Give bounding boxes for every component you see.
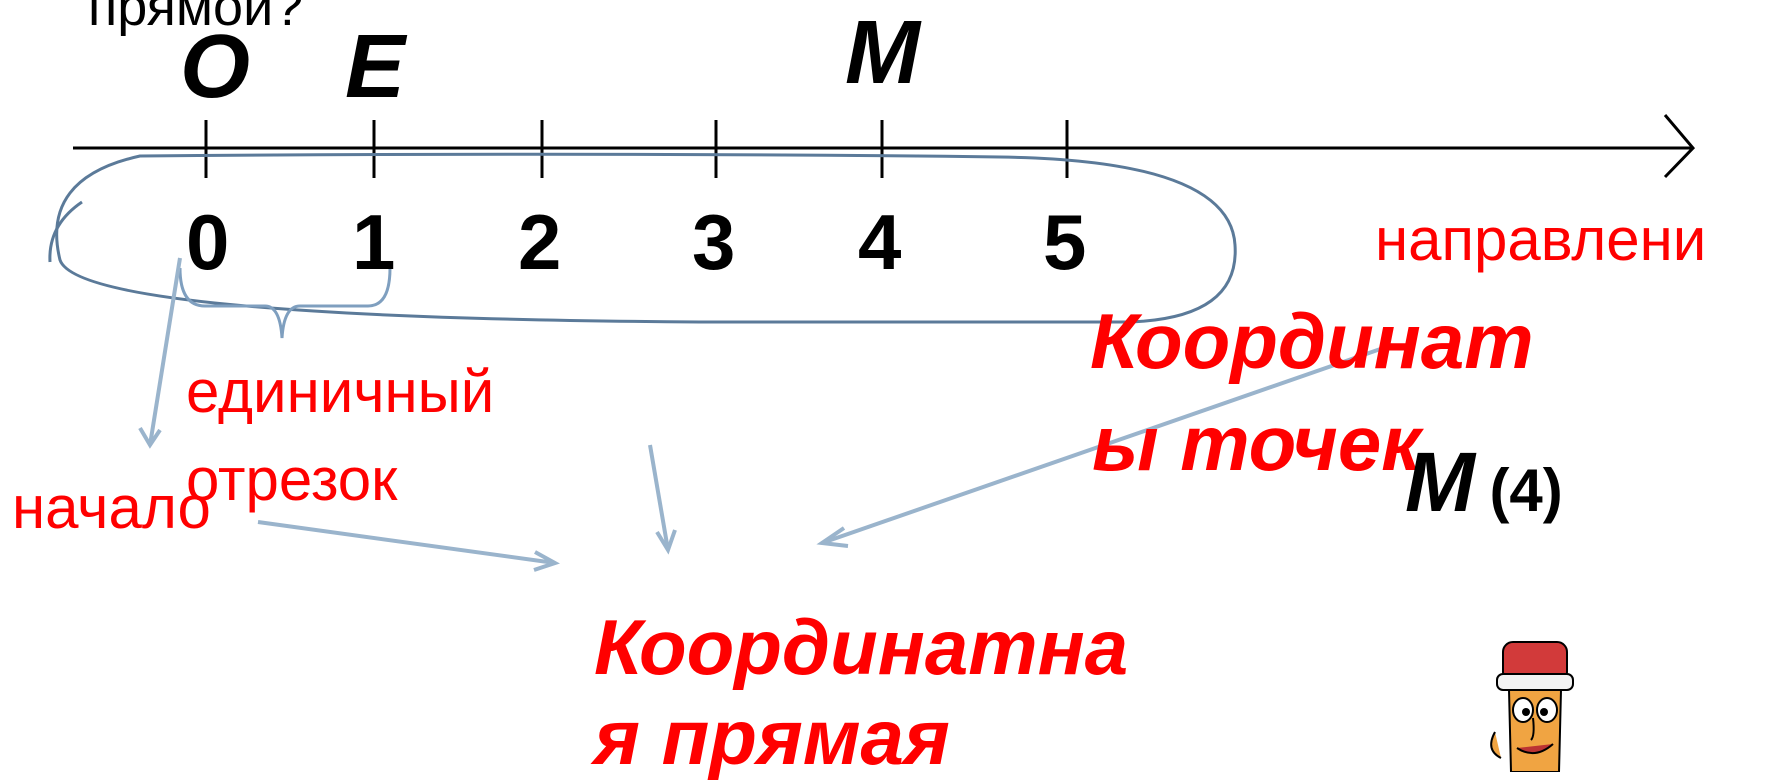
tick-label-4: 4	[858, 198, 902, 286]
point-label-m: M	[845, 3, 920, 103]
axis-arrowhead	[1663, 114, 1696, 179]
point-label-o: O	[180, 17, 251, 117]
origin-label: начало	[12, 474, 211, 541]
coordinates-term-line2: ы точек	[1092, 399, 1421, 487]
tick-label-2: 2	[518, 198, 562, 286]
header-partial-text: прямой?	[88, 0, 304, 37]
unit-segment-label-line1: единичный	[186, 358, 495, 425]
point-label-e: E	[345, 17, 406, 117]
point-coordinate-name: M	[1405, 435, 1475, 529]
origin-to-line-arrow	[257, 520, 556, 565]
coordinates-to-line-arrow	[821, 343, 1393, 545]
ellipse-stub	[48, 200, 83, 263]
tick-label-1: 1	[352, 198, 396, 286]
unit-to-line-arrow	[648, 444, 670, 551]
unit-segment-brace	[178, 267, 392, 339]
grouping-ellipse	[55, 152, 1237, 324]
pencil-character-icon	[1490, 641, 1574, 772]
coordinate-line-term-line2: я прямая	[594, 693, 950, 781]
unit-segment-label-line2: отрезок	[186, 446, 398, 513]
tick-label-3: 3	[692, 198, 736, 286]
origin-arrow	[148, 257, 182, 446]
direction-label: направлени	[1375, 206, 1707, 273]
tick-label-5: 5	[1043, 198, 1087, 286]
tick-label-0: 0	[186, 198, 230, 286]
point-coordinate: M (4)	[1405, 440, 1563, 524]
coordinates-term-line1: Координат	[1090, 297, 1534, 385]
coordinate-line-term-line1: Координатна	[594, 603, 1129, 691]
point-coordinate-value: (4)	[1489, 457, 1563, 524]
